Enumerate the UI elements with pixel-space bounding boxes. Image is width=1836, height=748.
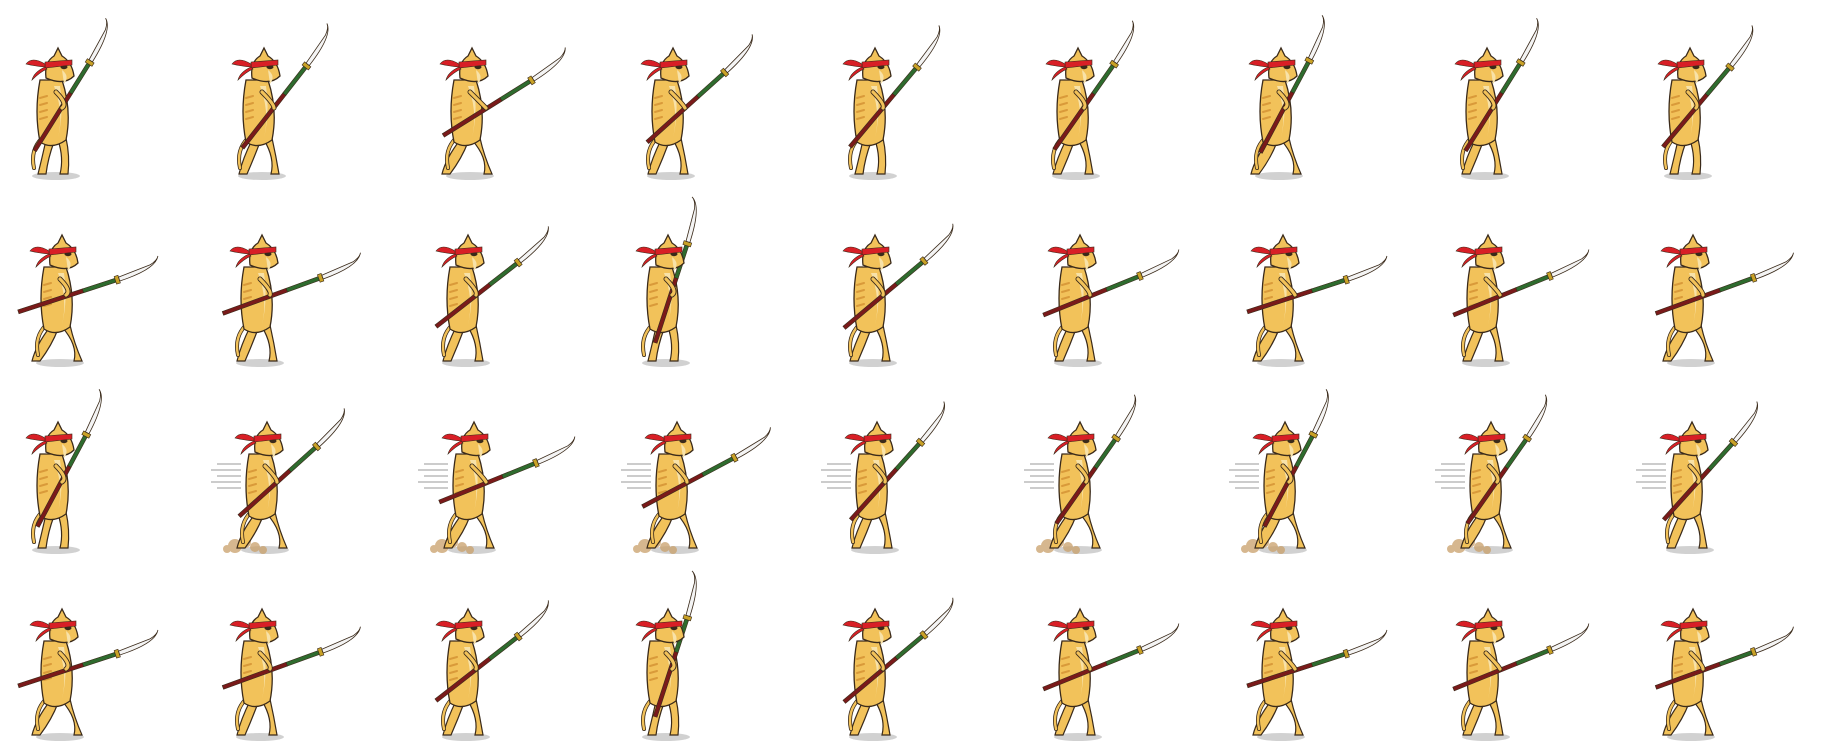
speed-lines bbox=[211, 463, 241, 489]
meerkat-sprite bbox=[221, 607, 361, 741]
sprite-frame-attack-5 bbox=[816, 187, 1020, 374]
sprite-frame-attack-7 bbox=[1224, 187, 1428, 374]
sprite-frame-walk-1 bbox=[0, 0, 204, 187]
meerkat-sprite bbox=[1435, 394, 1548, 554]
sprite-frame-walk-8 bbox=[1428, 0, 1632, 187]
sprite-frame-run-6 bbox=[1020, 374, 1224, 561]
meerkat-sprite bbox=[842, 25, 941, 180]
naginata-weapon bbox=[842, 223, 954, 330]
meerkat-sprite bbox=[25, 389, 102, 554]
sprite-frame-run-8 bbox=[1428, 374, 1632, 561]
meerkat-sprite bbox=[231, 23, 329, 180]
meerkat-sprite bbox=[1452, 607, 1590, 741]
sprite-frame-attack-6 bbox=[1020, 187, 1224, 374]
sprite-frame-attack-2 bbox=[204, 561, 408, 748]
speed-lines bbox=[1024, 463, 1054, 489]
meerkat-sprite bbox=[439, 46, 566, 180]
sprite-frame-attack-9 bbox=[1632, 187, 1836, 374]
meerkat-sprite bbox=[211, 408, 345, 554]
speed-lines bbox=[1636, 463, 1666, 489]
meerkat-sprite bbox=[25, 17, 108, 180]
meerkat-sprite bbox=[418, 420, 576, 554]
sprite-frame-run-1 bbox=[0, 374, 204, 561]
sprite-frame-run-3 bbox=[408, 374, 612, 561]
sprite-frame-walk-5 bbox=[816, 0, 1020, 187]
meerkat-sprite bbox=[1024, 394, 1137, 554]
meerkat-sprite bbox=[1042, 233, 1180, 367]
speed-lines bbox=[621, 463, 651, 489]
sprite-frame-attack-4 bbox=[612, 561, 816, 748]
sprite-frame-run-9 bbox=[1632, 374, 1836, 561]
meerkat-sprite bbox=[1636, 401, 1758, 554]
sprite-frame-attack-3 bbox=[408, 187, 612, 374]
meerkat-sprite bbox=[1657, 25, 1754, 180]
sprite-frame-attack-9 bbox=[1632, 561, 1836, 748]
sprite-frame-walk-4 bbox=[612, 0, 816, 187]
meerkat-sprite bbox=[434, 600, 549, 741]
sprite-frame-attack-1 bbox=[0, 187, 204, 374]
meerkat-sprite bbox=[1045, 20, 1135, 180]
sprite-frame-attack-8 bbox=[1428, 561, 1632, 748]
meerkat-sprite bbox=[434, 226, 549, 367]
meerkat-sprite bbox=[17, 233, 159, 367]
meerkat-sprite bbox=[1229, 389, 1329, 554]
sprite-frame-attack-6 bbox=[1020, 561, 1224, 748]
speed-lines bbox=[1435, 463, 1465, 489]
sprite-frame-run-4 bbox=[612, 374, 816, 561]
meerkat-sprite bbox=[842, 223, 954, 367]
meerkat-sprite bbox=[1654, 607, 1794, 741]
sprite-frame-run-5 bbox=[816, 374, 1020, 561]
meerkat-sprite bbox=[635, 196, 697, 367]
meerkat-sprite bbox=[1654, 233, 1794, 367]
meerkat-sprite bbox=[221, 233, 361, 367]
meerkat-sprite bbox=[17, 607, 159, 741]
speed-lines bbox=[821, 463, 851, 489]
meerkat-sprite bbox=[1454, 17, 1539, 180]
sprite-frame-attack-4 bbox=[612, 187, 816, 374]
meerkat-sprite bbox=[842, 597, 954, 741]
speed-lines bbox=[1229, 463, 1259, 489]
sprite-frame-attack-7 bbox=[1224, 561, 1428, 748]
meerkat-sprite bbox=[1248, 15, 1325, 180]
sprite-frame-walk-7 bbox=[1224, 0, 1428, 187]
sprite-frame-attack-1 bbox=[0, 561, 204, 748]
sprite-frame-walk-3 bbox=[408, 0, 612, 187]
meerkat-sprite bbox=[635, 570, 697, 741]
speed-lines bbox=[418, 463, 448, 489]
meerkat-sprite bbox=[640, 34, 753, 180]
sprite-frame-walk-6 bbox=[1020, 0, 1224, 187]
sprite-frame-attack-2 bbox=[204, 187, 408, 374]
sprite-frame-run-2 bbox=[204, 374, 408, 561]
sprite-frame-run-7 bbox=[1224, 374, 1428, 561]
meerkat-sprite bbox=[621, 420, 771, 554]
sprite-frame-attack-3 bbox=[408, 561, 612, 748]
sprite-frame-walk-9 bbox=[1632, 0, 1836, 187]
meerkat-sprite bbox=[1246, 233, 1388, 367]
meerkat-sprite bbox=[1246, 607, 1388, 741]
meerkat-sprite bbox=[1042, 607, 1180, 741]
sprite-frame-attack-8 bbox=[1428, 187, 1632, 374]
meerkat-sprite bbox=[821, 401, 945, 554]
sprite-frame-attack-5 bbox=[816, 561, 1020, 748]
sprite-frame-walk-2 bbox=[204, 0, 408, 187]
meerkat-sprite bbox=[1452, 233, 1590, 367]
